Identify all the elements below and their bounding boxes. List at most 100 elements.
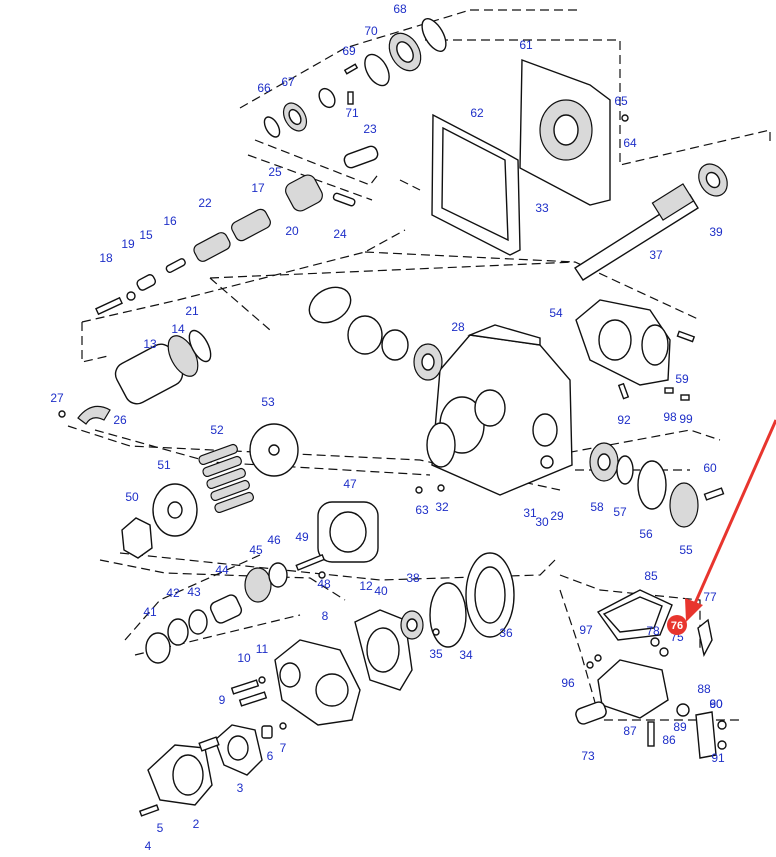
part-label-70: 70 xyxy=(364,24,378,38)
spring-piston-group xyxy=(95,145,379,316)
part-label-22: 22 xyxy=(198,196,212,210)
part-label-65: 65 xyxy=(614,94,628,108)
part-label-44: 44 xyxy=(215,563,229,577)
part-label-28: 28 xyxy=(451,320,465,334)
part-label-67: 67 xyxy=(281,75,295,89)
part-label-29: 29 xyxy=(550,509,564,523)
part-label-92: 92 xyxy=(617,413,631,427)
part-label-23: 23 xyxy=(363,122,377,136)
part-label-61: 61 xyxy=(519,38,533,52)
part-label-60: 60 xyxy=(709,697,723,711)
pistons xyxy=(198,443,254,514)
part-label-90: 90 xyxy=(709,697,723,711)
bearing-housing-group xyxy=(575,299,725,528)
main-shaft-group xyxy=(574,163,728,281)
part-label-27: 27 xyxy=(50,391,64,405)
gear-pump-group xyxy=(138,736,220,817)
part-label-98: 98 xyxy=(663,410,677,424)
arrow-head-icon xyxy=(685,598,703,622)
part-label-87: 87 xyxy=(623,724,637,738)
part-label-4: 4 xyxy=(145,839,152,853)
part-label-39: 39 xyxy=(709,225,723,239)
callout-badge-label: 76 xyxy=(671,620,683,632)
part-label-52: 52 xyxy=(210,423,224,437)
part-label-58: 58 xyxy=(590,500,604,514)
pump-body-group xyxy=(214,552,515,776)
valve-block-group xyxy=(575,589,727,759)
part-label-31: 31 xyxy=(523,506,537,520)
part-label-78: 78 xyxy=(646,624,660,638)
part-label-17: 17 xyxy=(251,181,265,195)
part-label-56: 56 xyxy=(639,527,653,541)
part-label-53: 53 xyxy=(261,395,275,409)
part-label-25: 25 xyxy=(268,165,282,179)
part-label-36: 36 xyxy=(499,626,513,640)
part-label-50: 50 xyxy=(125,490,139,504)
part-label-38: 38 xyxy=(406,571,420,585)
part-label-97: 97 xyxy=(579,623,593,637)
part-label-51: 51 xyxy=(157,458,171,472)
part-label-6: 6 xyxy=(267,749,274,763)
part-label-35: 35 xyxy=(429,647,443,661)
part-label-68: 68 xyxy=(393,2,407,16)
part-label-15: 15 xyxy=(139,228,153,242)
part-label-26: 26 xyxy=(113,413,127,427)
part-label-63: 63 xyxy=(415,503,429,517)
part-label-73: 73 xyxy=(581,749,595,763)
part-label-71: 71 xyxy=(345,106,359,120)
part-label-5: 5 xyxy=(157,821,164,835)
part-label-96: 96 xyxy=(561,676,575,690)
part-label-30: 30 xyxy=(535,515,549,529)
part-label-55: 55 xyxy=(679,543,693,557)
part-label-2: 2 xyxy=(193,817,200,831)
part-number-labels: 2345678910111213141516171819202122232425… xyxy=(50,2,725,853)
part-label-40: 40 xyxy=(374,584,388,598)
part-label-41: 41 xyxy=(143,605,157,619)
part-label-99: 99 xyxy=(679,412,693,426)
part-label-18: 18 xyxy=(99,251,113,265)
part-label-13: 13 xyxy=(143,337,157,351)
part-label-64: 64 xyxy=(623,136,637,150)
part-label-59: 59 xyxy=(675,372,689,386)
part-label-46: 46 xyxy=(267,533,281,547)
cylinder-group xyxy=(58,329,212,425)
part-label-66: 66 xyxy=(257,81,271,95)
cover-gasket-group xyxy=(431,59,629,256)
part-label-7: 7 xyxy=(280,741,287,755)
part-label-32: 32 xyxy=(435,500,449,514)
part-label-14: 14 xyxy=(171,322,185,336)
part-label-42: 42 xyxy=(166,586,180,600)
part-label-57: 57 xyxy=(613,505,627,519)
callout-badge[interactable] xyxy=(667,615,687,635)
part-label-10: 10 xyxy=(237,651,251,665)
part-label-88: 88 xyxy=(697,682,711,696)
highlight-annotation: 76 xyxy=(667,419,776,635)
part-label-19: 19 xyxy=(121,237,135,251)
lower-seal-group xyxy=(145,553,326,664)
part-label-60: 60 xyxy=(703,461,717,475)
part-label-12: 12 xyxy=(359,579,373,593)
part-label-20: 20 xyxy=(285,224,299,238)
part-label-85: 85 xyxy=(644,569,658,583)
part-label-45: 45 xyxy=(249,543,263,557)
part-label-21: 21 xyxy=(185,304,199,318)
part-label-62: 62 xyxy=(470,106,484,120)
part-label-77: 77 xyxy=(703,590,717,604)
part-label-16: 16 xyxy=(163,214,177,228)
part-label-9: 9 xyxy=(219,693,226,707)
part-label-3: 3 xyxy=(237,781,244,795)
part-label-43: 43 xyxy=(187,585,201,599)
highlight-arrow xyxy=(691,419,776,609)
top-shaft-seal-group xyxy=(263,18,447,138)
part-label-37: 37 xyxy=(649,248,663,262)
part-label-34: 34 xyxy=(459,648,473,662)
main-housing-group xyxy=(308,286,573,496)
part-label-86: 86 xyxy=(662,733,676,747)
part-label-11: 11 xyxy=(256,642,269,656)
part-label-33: 33 xyxy=(535,201,549,215)
part-label-49: 49 xyxy=(295,530,309,544)
part-label-48: 48 xyxy=(317,577,331,591)
part-label-69: 69 xyxy=(342,44,356,58)
part-label-24: 24 xyxy=(333,227,347,241)
